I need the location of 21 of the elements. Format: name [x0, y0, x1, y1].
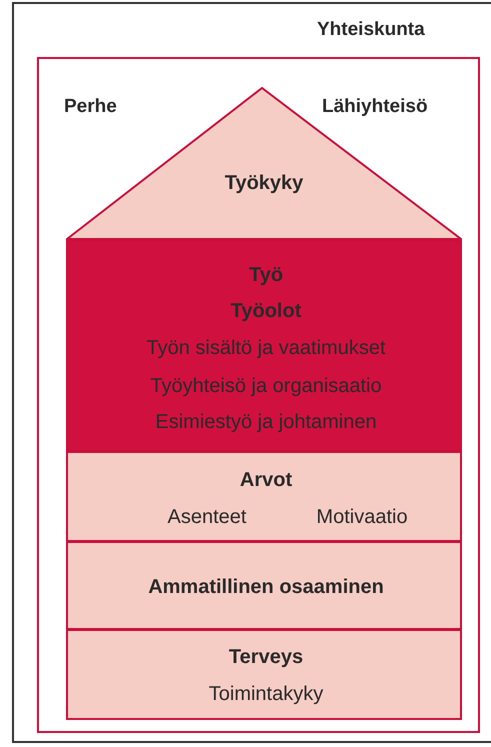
floor-heading: Työ [248, 264, 284, 287]
floor-heading: Ammatillinen osaaminen [148, 576, 384, 599]
outer-frame [12, 2, 491, 743]
floor-item: Työn sisältö ja vaatimukset [146, 337, 386, 360]
floor-item: Asenteet [168, 506, 246, 529]
floor-item: Toimintakyky [208, 683, 324, 706]
house-floor [66, 239, 462, 452]
area-label: Lähiyhteisö [322, 96, 428, 118]
floor-item: Motivaatio [316, 506, 408, 529]
house-floor [66, 541, 462, 630]
floor-heading: Terveys [228, 646, 304, 669]
floor-heading: Työolot [230, 300, 302, 323]
floor-item: Työyhteisö ja organisaatio [150, 375, 382, 398]
area-label: Perhe [64, 96, 117, 118]
house-floor [66, 629, 462, 720]
area-label: Yhteiskunta [317, 19, 425, 41]
inner-frame [37, 57, 480, 733]
floor-heading: Arvot [240, 469, 292, 492]
roof-label: Työkyky [224, 172, 304, 195]
house-floor [66, 451, 462, 542]
floor-item: Esimiestyö ja johtaminen [155, 411, 377, 434]
